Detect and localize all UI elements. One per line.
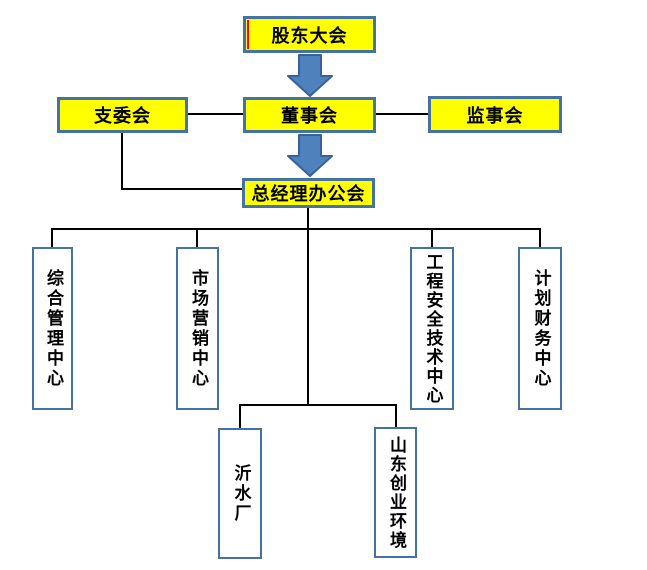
connector-board-to-supervisory: [376, 113, 428, 115]
node-label: 监事会: [466, 105, 524, 127]
connector-centers-rail: [51, 228, 541, 230]
node-label: 支委会: [94, 106, 151, 127]
node-label: 沂水厂: [230, 463, 251, 524]
connector-stub-center-3: [431, 228, 433, 247]
down-arrow-icon: [287, 134, 333, 177]
node-label: 山东创业环境: [386, 435, 406, 550]
connector-branch-to-board: [188, 113, 243, 115]
connector-gm-office-trunk: [307, 208, 309, 406]
node-label: 总经理办公会: [251, 184, 366, 205]
connector-branch-down: [121, 133, 123, 190]
down-arrow-icon: [287, 54, 333, 97]
connector-branch-to-gm-office: [121, 188, 242, 190]
node-supervisory-board: 监事会: [428, 96, 562, 133]
node-marketing-center: 市场营销中心: [176, 247, 219, 410]
node-gm-office-meeting: 总经理办公会: [242, 178, 375, 208]
node-general-management-center: 综合管理中心: [32, 247, 73, 410]
node-yishui-plant: 沂水厂: [218, 428, 262, 559]
node-engineering-safety-tech-center: 工程安全技术中心: [410, 247, 454, 410]
node-label: 工程安全技术中心: [422, 252, 443, 405]
node-label: 董事会: [281, 106, 338, 127]
node-board-of-directors: 董事会: [243, 97, 376, 133]
node-shareholders-meeting: 股东大会: [243, 16, 376, 53]
connector-stub-center-4: [539, 228, 541, 247]
node-label: 综合管理中心: [43, 268, 63, 389]
node-planning-finance-center: 计划财务中心: [518, 247, 562, 410]
node-branch-committee: 支委会: [57, 97, 188, 133]
connector-stub-center-2: [196, 228, 198, 247]
connector-stub-subsidiary-1: [239, 404, 241, 428]
connector-stub-center-1: [51, 228, 53, 247]
connector-stub-subsidiary-2: [395, 404, 397, 427]
node-shandong-chuangye-environment: 山东创业环境: [374, 427, 417, 558]
red-artifact-line: [247, 20, 249, 49]
node-label: 市场营销中心: [188, 268, 208, 389]
node-label: 股东大会: [271, 25, 348, 47]
connector-subsidiaries-rail: [239, 404, 397, 406]
node-label: 计划财务中心: [530, 268, 551, 389]
